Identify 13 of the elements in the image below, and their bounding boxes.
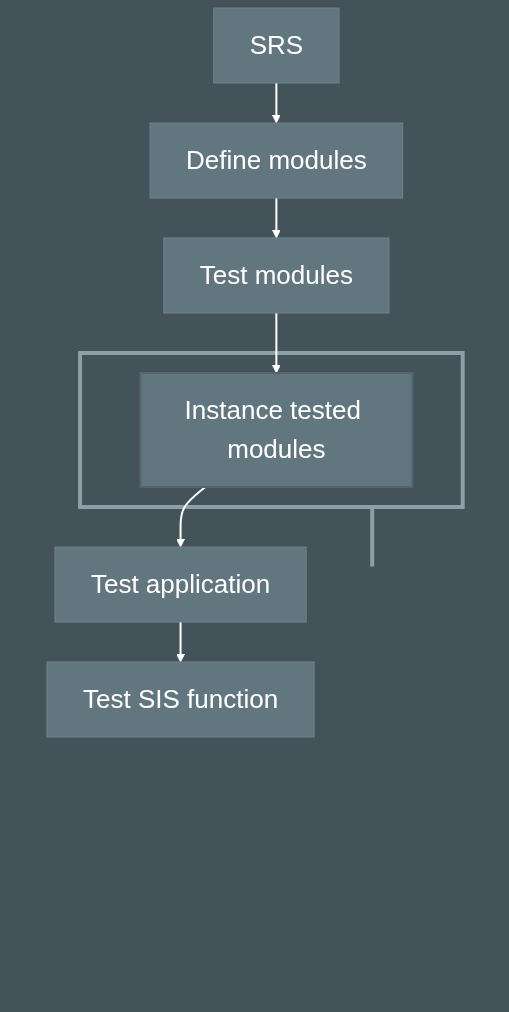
- node-box: Define modules: [149, 122, 403, 199]
- cluster: [77, 351, 465, 509]
- node-box: Test SIS function: [46, 661, 315, 738]
- node-box: SRS: [212, 7, 340, 84]
- node-box: Test modules: [162, 237, 390, 314]
- arrow: [175, 486, 207, 548]
- arrow: [271, 197, 281, 239]
- node-box: Test application: [54, 546, 307, 623]
- connector: [369, 507, 374, 567]
- arrow: [175, 621, 185, 663]
- arrow: [271, 82, 281, 124]
- node-box: Instance tested modules: [139, 372, 413, 488]
- arrow: [271, 312, 281, 374]
